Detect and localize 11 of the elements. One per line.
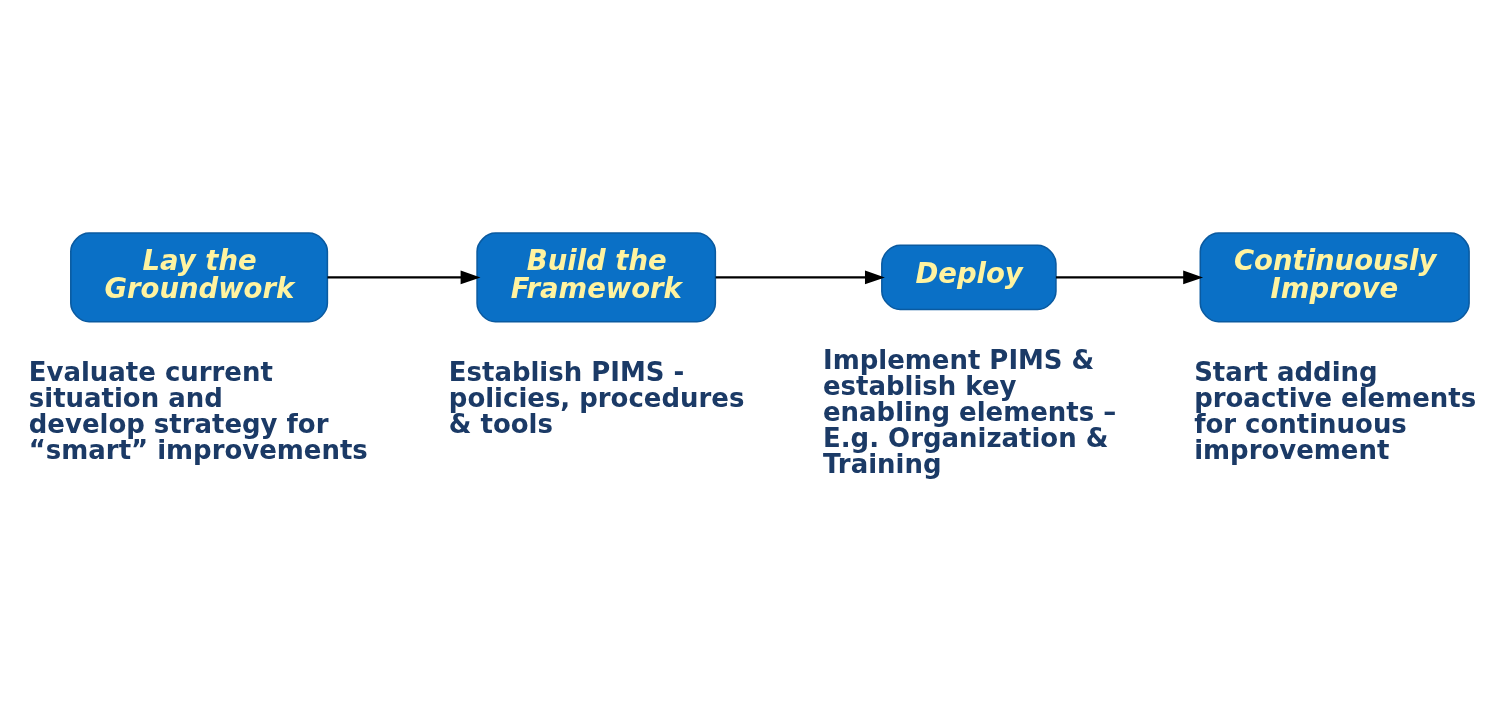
arrow bbox=[327, 269, 481, 284]
node-label: Establish PIMS - policies, procedures & tools bbox=[448, 356, 745, 439]
node-label: Implement PIMS & establish key enabling elements – E.g. Organization & Training bbox=[823, 344, 1117, 479]
node-box: Build the Framework bbox=[476, 231, 717, 322]
node-label: Start adding proactive elements for continuous improvement bbox=[1194, 356, 1477, 465]
node-box: Continuously Improve bbox=[1199, 231, 1470, 322]
arrow bbox=[715, 269, 885, 284]
node-label: Evaluate current situation and develop strategy for “smart” improvements bbox=[28, 356, 368, 465]
node-box: Lay the Groundwork bbox=[70, 231, 329, 322]
node-box: Deploy bbox=[881, 244, 1057, 310]
arrow bbox=[1056, 269, 1204, 284]
